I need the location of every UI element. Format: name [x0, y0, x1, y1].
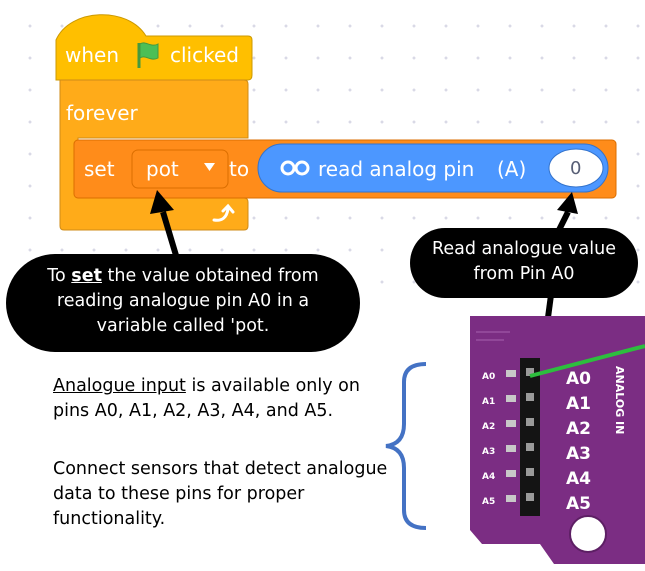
small-label-a0: A0	[482, 372, 495, 382]
analog-in-label: ANALOG IN	[613, 366, 626, 434]
pin-value[interactable]: 0	[570, 158, 582, 179]
green-flag-icon	[137, 42, 159, 68]
large-label-a5: A5	[566, 494, 591, 514]
analogue-input-rest: is available only on	[185, 376, 360, 396]
green-wire	[529, 344, 645, 378]
read-analog-pin-reporter[interactable]	[257, 143, 609, 193]
arduino-board: A0 A1 A2 A3 A4 A5 A0 A1 A2 A3 A4 A5 ANAL…	[470, 316, 645, 564]
large-pin-labels: A0 A1 A2 A3 A4 A5	[566, 369, 591, 514]
pin-value-input[interactable]	[548, 148, 604, 188]
small-label-a2: A2	[482, 422, 495, 432]
large-label-a3: A3	[566, 444, 591, 464]
infinity-icon	[280, 160, 310, 176]
set-callout-line2: reading analogue pin A0 in a	[56, 291, 310, 311]
small-pin-labels: A0 A1 A2 A3 A4 A5	[482, 372, 495, 507]
set-callout-keyword: set	[71, 266, 102, 286]
large-label-a4: A4	[566, 469, 591, 489]
forever-label: forever	[66, 101, 138, 125]
set-callout-line3: variable called 'pot.	[96, 316, 270, 336]
arrow-to-variable	[150, 190, 181, 263]
set-callout-bubble: To set the value obtained from reading a…	[6, 254, 360, 352]
connect-line1: Connect sensors that detect analogue	[53, 459, 388, 479]
small-label-a3: A3	[482, 447, 495, 457]
hat-clicked-label: clicked	[170, 43, 239, 67]
set-label: set	[84, 157, 115, 181]
pin-label: (A)	[497, 157, 527, 181]
large-label-a2: A2	[566, 419, 591, 439]
set-callout-line1: To set the value obtained from	[6, 264, 360, 289]
pins-bracket	[385, 362, 427, 530]
read-analog-pin-label: read analog pin	[318, 157, 475, 181]
analogue-input-line1: Analogue input is available only on	[53, 374, 383, 399]
to-label: to	[229, 157, 250, 181]
header-pins	[526, 368, 534, 501]
small-label-a4: A4	[482, 472, 495, 482]
small-label-a1: A1	[482, 397, 495, 407]
variable-name: pot	[146, 157, 179, 181]
hat-when-label: when	[65, 43, 120, 67]
pin-header	[520, 358, 540, 516]
loop-arrow-icon	[212, 203, 235, 222]
forever-block[interactable]	[59, 79, 249, 231]
solder-pads	[506, 370, 516, 502]
large-label-a1: A1	[566, 394, 591, 414]
large-label-a0: A0	[566, 369, 591, 389]
set-callout-pre: To	[47, 266, 72, 286]
analogue-input-note: Analogue input is available only on pins…	[53, 374, 383, 424]
arrow-to-pin-value	[555, 192, 578, 234]
read-callout-line1: Read analogue value	[432, 239, 616, 259]
set-callout-post: the value obtained from	[101, 266, 319, 286]
analogue-input-title: Analogue input	[53, 376, 186, 396]
read-callout-line2: from Pin A0	[473, 264, 575, 284]
variable-dropdown[interactable]	[131, 149, 229, 189]
block-stack[interactable]	[0, 0, 645, 260]
analogue-input-line2: pins A0, A1, A2, A3, A4, and A5.	[53, 401, 334, 421]
read-callout-bubble: Read analogue value from Pin A0	[410, 228, 638, 298]
mounting-hole	[569, 515, 607, 553]
connect-sensors-note: Connect sensors that detect analogue dat…	[53, 457, 403, 532]
connect-line2: data to these pins for proper	[53, 484, 305, 504]
connect-line3: functionality.	[53, 509, 166, 529]
dropdown-arrow-icon	[204, 163, 215, 171]
small-label-a5: A5	[482, 497, 495, 507]
